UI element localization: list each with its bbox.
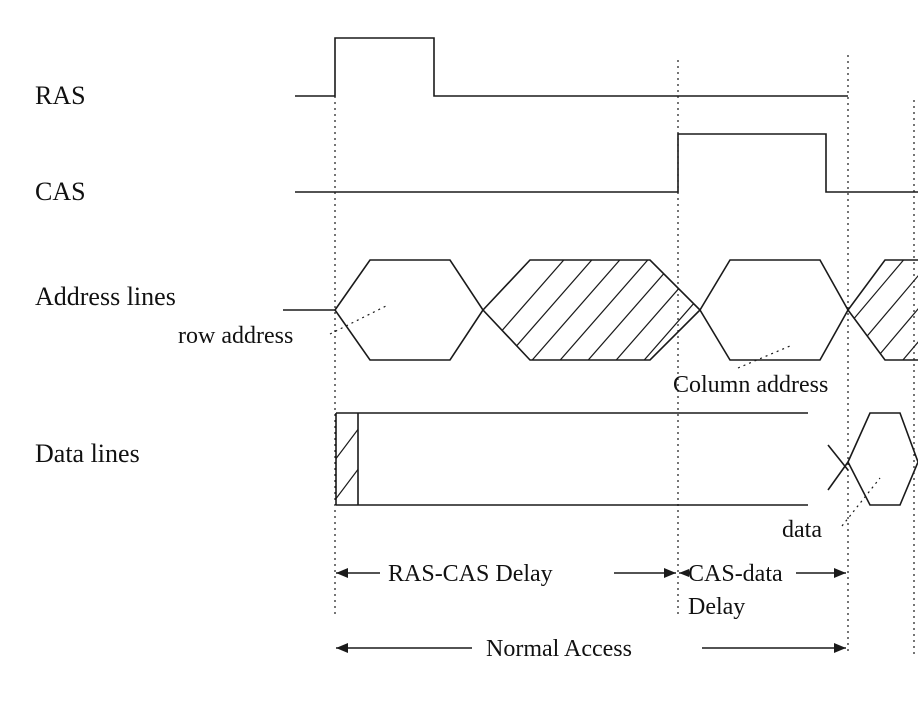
data-waveform	[335, 412, 918, 506]
address-lines-label: Address lines	[35, 282, 176, 311]
data-leader	[841, 477, 881, 527]
ras-cas-delay-interval: RAS-CAS Delay	[336, 561, 676, 587]
column-address-leader	[737, 345, 791, 369]
address-transition-hatch	[483, 260, 700, 360]
normal-access-label: Normal Access	[486, 636, 632, 662]
address-waveform	[283, 259, 918, 361]
row-address-segment	[334, 259, 484, 361]
cas-waveform	[295, 133, 918, 193]
ras-label: RAS	[35, 81, 86, 110]
address-transition-segment	[481, 259, 702, 361]
row-address-label: row address	[178, 323, 293, 349]
cas-data-delay-label-line1: CAS-data	[688, 561, 783, 587]
column-address-segment	[699, 259, 849, 361]
cas-data-delay-label-line2: Delay	[688, 594, 745, 620]
data-valid-segment	[847, 412, 918, 506]
row-address-leader	[329, 304, 389, 335]
data-lines-label: Data lines	[35, 439, 140, 468]
normal-access-interval: Normal Access	[336, 636, 846, 662]
data-annotation-label: data	[782, 517, 822, 543]
cas-data-delay-interval: CAS-data Delay	[679, 561, 846, 620]
cas-label: CAS	[35, 177, 86, 206]
column-address-label: Column address	[673, 372, 828, 398]
ras-waveform	[295, 37, 848, 97]
ras-cas-delay-label: RAS-CAS Delay	[388, 561, 553, 587]
